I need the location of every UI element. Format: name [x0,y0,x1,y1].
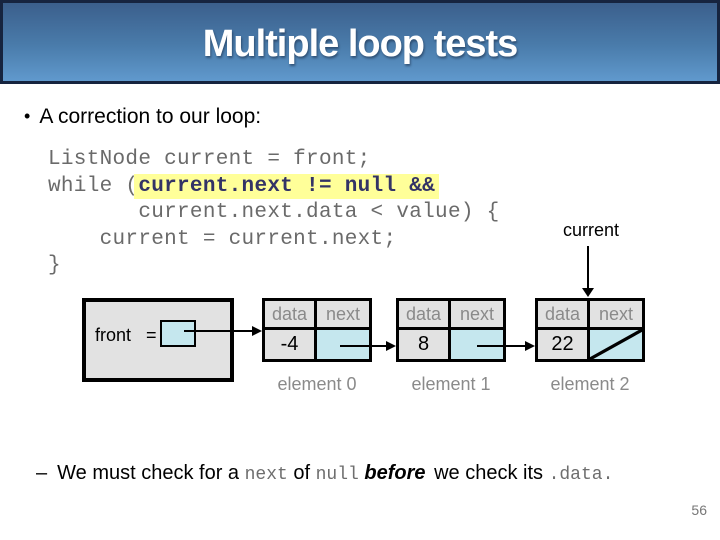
code-line-2: while (current.next != null && [48,173,500,201]
node-1-next-cell [451,330,503,359]
footnote-emphasis-before: before [364,462,426,484]
footnote-code-data: .data. [548,465,614,485]
current-arrow-line [587,246,589,288]
node-2-label: element 2 [550,374,630,394]
front-label: front = [95,325,157,345]
node-0-arrow-icon [386,341,396,351]
node-0-data-value: -4 [265,330,317,359]
node-1-next-header: next [451,301,503,330]
node-2-data-value: 22 [538,330,590,359]
page-number: 56 [691,502,707,518]
code-line-5: } [48,254,61,277]
current-pointer-label: current [562,220,620,240]
node-1-data-header: data [399,301,451,330]
footnote-code-null: null [315,465,359,485]
footnote: –We must check for a next of null before… [36,462,613,485]
front-arrow-line [184,330,252,332]
footnote-code-next: next [244,465,288,485]
footnote-text-2: of [287,462,316,484]
bullet-text: A correction to our loop: [39,105,262,128]
footnote-dash: – [36,462,48,484]
list-node-2: data next 22 [535,298,645,362]
list-node-1: data next 8 [396,298,506,362]
node-1-data-value: 8 [399,330,451,359]
footnote-text-3: we check its [428,462,549,484]
list-node-0: data next -4 [262,298,372,362]
node-2-data-header: data [538,301,590,330]
footnote-text-1: We must check for a [57,462,245,484]
node-1-label: element 1 [411,374,491,394]
code-line-4: current = current.next; [48,227,397,251]
title-banner: Multiple loop tests [0,0,720,84]
code-line-3: current.next.data < value) { [48,201,500,224]
front-arrow-icon [252,326,262,336]
slide-title: Multiple loop tests [202,22,519,65]
code-line-1: ListNode current = front; [48,148,371,171]
node-0-next-cell [317,330,369,359]
code-line-2-prefix: while ( [48,174,139,198]
node-2-next-header: next [590,301,642,330]
node-1-arrow-line [477,345,525,347]
bullet-icon: • [24,106,31,126]
current-arrow-icon [582,288,594,297]
node-2-next-cell [590,330,642,359]
node-1-arrow-icon [525,341,535,351]
node-0-label: element 0 [277,374,357,394]
node-0-data-header: data [265,301,317,330]
front-pointer-cell [160,320,196,347]
code-block: ListNode current = front; while (current… [48,147,500,280]
node-0-next-header: next [317,301,369,330]
null-slash-icon [590,330,642,359]
front-variable-box: front = [82,298,234,382]
code-highlight: current.next != null && [134,173,440,199]
bullet-line: • A correction to our loop: [24,105,261,129]
node-0-arrow-line [340,345,386,347]
